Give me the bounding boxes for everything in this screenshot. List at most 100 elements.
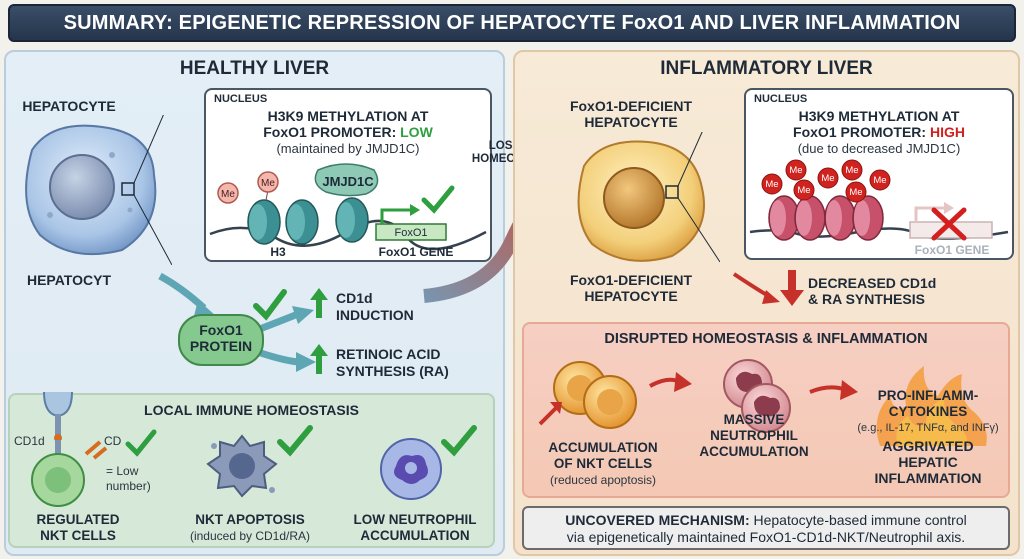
healthy-chromatin-diagram: Me Me JMJD1C FoxO1 H3 FoxO1 GENE	[209, 163, 487, 259]
low-neutrophil-label-2: ACCUMULATION	[360, 528, 470, 543]
nucleosome	[794, 195, 826, 241]
disrupted-header: DISRUPTED HOMEOSTASIS & INFLAMMATION	[604, 331, 928, 347]
mechanism-line-1: UNCOVERED MECHANISM: Hepatocyte-based im…	[565, 512, 967, 528]
neutrophil-cell	[741, 383, 791, 433]
decreased-cd1d-label-1: DECREASED CD1d	[808, 275, 937, 291]
mechanism-line-2: via epigenetically maintained FoxO1-CD1d…	[566, 529, 966, 545]
svg-text:Me: Me	[765, 179, 778, 190]
accumulation-nkt-label-2: OF NKT CELLS	[553, 456, 653, 471]
cd1d-induction-label-2: INDUCTION	[336, 307, 414, 323]
aggravated-label-1: AGGRIVATED	[882, 438, 974, 454]
check-icon	[421, 185, 455, 214]
deficient-hepatocyte-top-2: HEPATOCYTE	[584, 114, 678, 130]
regulated-nkt-label-1: REGULATED	[36, 512, 120, 527]
svg-text:Me: Me	[797, 185, 810, 196]
inflamed-methylation-title-1: H3K9 METHYLATION AT	[798, 108, 960, 124]
accumulation-nkt-label-1: ACCUMULATION	[548, 440, 658, 455]
regulated-nkt-cell-icon	[31, 392, 108, 507]
deficient-hepatocyte-top-1: FoxO1-DEFICIENT	[569, 98, 693, 114]
low-number-label-1: = Low	[106, 464, 139, 478]
deficient-hepatocyte-bottom-2: HEPATOCYTE	[584, 288, 678, 304]
decrease-arrows	[732, 270, 804, 306]
svg-text:Me: Me	[789, 165, 802, 176]
cytokines-examples: (e.g., IL-17, TNFα, and INFγ)	[857, 422, 999, 434]
low-neutrophil-label-1: LOW NEUTROPHIL	[353, 512, 477, 527]
foxo1-protein-label-2: PROTEIN	[189, 338, 253, 354]
cytokines-label-1: PRO-INFLAMM-	[877, 388, 979, 403]
cytokines-label-2: CYTOKINES	[888, 404, 968, 419]
svg-text:JMJD1C: JMJD1C	[322, 174, 374, 189]
deficient-hepatocyte-cell	[577, 132, 720, 263]
cross-icon	[931, 207, 967, 241]
cd1d-induction-label-1: CD1d	[336, 290, 373, 306]
nucleus-tag: NUCLEUS	[214, 93, 268, 105]
uncovered-mechanism-box: UNCOVERED MECHANISM: Hepatocyte-based im…	[522, 506, 1010, 550]
svg-text:H3: H3	[270, 245, 286, 259]
nkt-apoptosis-icon	[206, 434, 278, 498]
svg-text:FoxO1 GENE: FoxO1 GENE	[379, 245, 454, 259]
nkt-apoptosis-note: (induced by CD1d/RA)	[189, 529, 311, 543]
healthy-hepatocyte-cell	[25, 115, 172, 265]
healthy-liver-header: HEALTHY LIVER	[179, 58, 330, 79]
foxo1-protein-blob	[178, 314, 264, 366]
methylation-level-low: LOW	[400, 124, 433, 140]
low-number-label-2: number)	[106, 479, 151, 493]
low-neutrophil-icon	[380, 438, 442, 500]
aggravated-label-3: INFLAMMATION	[874, 470, 982, 486]
check-icon	[125, 429, 157, 457]
cd-marker-label: CD	[104, 434, 122, 448]
svg-text:Me: Me	[873, 175, 886, 186]
regulated-nkt-label-2: NKT CELLS	[40, 528, 116, 543]
nucleosome	[852, 195, 884, 241]
ra-synthesis-label-2: SYNTHESIS (RA)	[336, 363, 449, 379]
decreased-cd1d-label-2: & RA SYNTHESIS	[808, 291, 925, 307]
inflamed-chromatin-diagram: Me Me Me Me Me Me Me FoxO1 GENE	[749, 159, 1009, 257]
massive-neutrophil-label-3: ACCUMULATION	[699, 444, 809, 459]
methylation-note: (maintained by JMJD1C)	[276, 141, 420, 156]
inflamed-methylation-title-2: FoxO1 PROMOTER: HIGH	[793, 124, 965, 140]
svg-text:Me: Me	[849, 187, 862, 198]
nucleosome	[247, 199, 281, 245]
accumulation-nkt-note: (reduced apoptosis)	[549, 473, 657, 487]
up-arrow-icon	[310, 288, 328, 318]
transcription-arrow-icon	[410, 204, 420, 216]
methyl-mark	[257, 171, 279, 193]
deficient-hepatocyte-bottom-1: FoxO1-DEFICIENT	[569, 272, 693, 288]
jmjd1c-enzyme	[314, 163, 379, 197]
foxo1-protein-label-1: FoxO1	[199, 322, 243, 338]
nkt-cell	[583, 375, 637, 429]
up-arrow-icon	[310, 344, 328, 374]
inflammatory-liver-header: INFLAMMATORY LIVER	[660, 58, 873, 79]
ra-synthesis-label-1: RETINOIC ACID	[336, 346, 441, 362]
nucleosome	[285, 199, 319, 245]
svg-text:Me: Me	[221, 189, 235, 200]
svg-text:FoxO1 GENE: FoxO1 GENE	[915, 243, 990, 257]
foxo1-gene-box	[375, 223, 447, 241]
nucleosome	[335, 197, 369, 243]
check-icon	[441, 425, 477, 457]
page-title: SUMMARY: EPIGENETIC REPRESSION OF HEPATO…	[8, 4, 1016, 42]
methylation-level-high: HIGH	[929, 124, 965, 140]
hepatocyte-label-top: HEPATOCYTE	[22, 98, 116, 114]
nucleus-tag: NUCLEUS	[754, 93, 808, 105]
inflamed-methylation-note: (due to decreased JMJD1C)	[797, 141, 961, 156]
svg-text:FoxO1: FoxO1	[394, 227, 427, 239]
disrupted-cells	[538, 359, 987, 446]
massive-neutrophil-label-2: NEUTROPHIL	[710, 428, 798, 443]
local-immune-header: LOCAL IMMUNE HOMEOSTASIS	[144, 402, 359, 418]
methylation-title-line2: FoxO1 PROMOTER: LOW	[263, 124, 433, 140]
check-icon	[253, 289, 287, 321]
svg-text:Me: Me	[821, 173, 834, 184]
svg-text:Me: Me	[261, 178, 275, 189]
svg-text:Me: Me	[845, 165, 858, 176]
down-arrow-icon	[780, 270, 804, 306]
hepatocyte-label-bottom: HEPATOCYT	[26, 272, 111, 288]
nkt-apoptosis-label: NKT APOPTOSIS	[195, 512, 305, 527]
check-icon	[277, 425, 313, 457]
methylation-title-line1: H3K9 METHYLATION AT	[267, 108, 429, 124]
cd1d-marker-label: CD1d	[14, 434, 45, 448]
massive-neutrophil-label-1: MASSIVE	[723, 412, 785, 427]
nucleosome	[824, 195, 856, 241]
aggravated-label-2: HEPATIC	[898, 454, 958, 470]
methyl-mark	[217, 182, 239, 204]
